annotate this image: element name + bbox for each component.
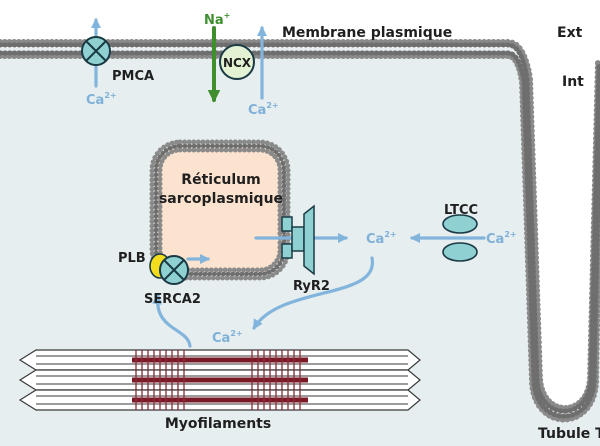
serca2-icon [159, 255, 189, 285]
calcium-label-cytosol: Ca2+ [366, 230, 397, 247]
sodium-label: Na+ [204, 11, 230, 28]
pmca-label: PMCA [112, 69, 154, 84]
membrane-label: Membrane plasmique [282, 25, 452, 41]
ncx-label: NCX [223, 56, 252, 70]
ltcc-label: LTCC [444, 203, 478, 218]
plasma-membrane [0, 39, 600, 423]
ltcc-icon [442, 214, 478, 262]
calcium-recycle-arrow [151, 293, 192, 348]
myofilament-row [18, 389, 421, 411]
calcium-to-myofilaments-arrow [252, 256, 374, 330]
myofilaments-label: Myofilaments [165, 416, 271, 432]
calcium-label-pmca: Ca2+ [86, 91, 117, 108]
sarcoplasmic-reticulum [149, 139, 291, 281]
ryr2-label: RyR2 [293, 279, 330, 294]
myofilament-row [18, 369, 421, 391]
reticulum-label-line2: sarcoplasmique [159, 191, 283, 207]
ryr2-icon [281, 204, 315, 276]
extracellular-label: Ext [557, 25, 583, 41]
pmca-icon [81, 36, 111, 66]
calcium-label-ncx: Ca2+ [248, 101, 279, 118]
ncx-icon [219, 44, 255, 80]
myofilaments [18, 349, 421, 411]
intracellular-label: Int [562, 74, 584, 90]
calcium-label-myofilaments: Ca2+ [212, 329, 243, 346]
myofilament-row [18, 349, 421, 371]
ion-flux-arrows [90, 17, 486, 348]
calcium-label-ltcc: Ca2+ [486, 230, 517, 247]
serca2-label: SERCA2 [144, 292, 201, 307]
labels: Membrane plasmique Ext Int PMCA NCX Na+ … [86, 11, 600, 442]
plb-label: PLB [118, 251, 146, 266]
tubule-label: Tubule T [538, 426, 600, 442]
reticulum-label-line1: Réticulum [181, 172, 260, 188]
